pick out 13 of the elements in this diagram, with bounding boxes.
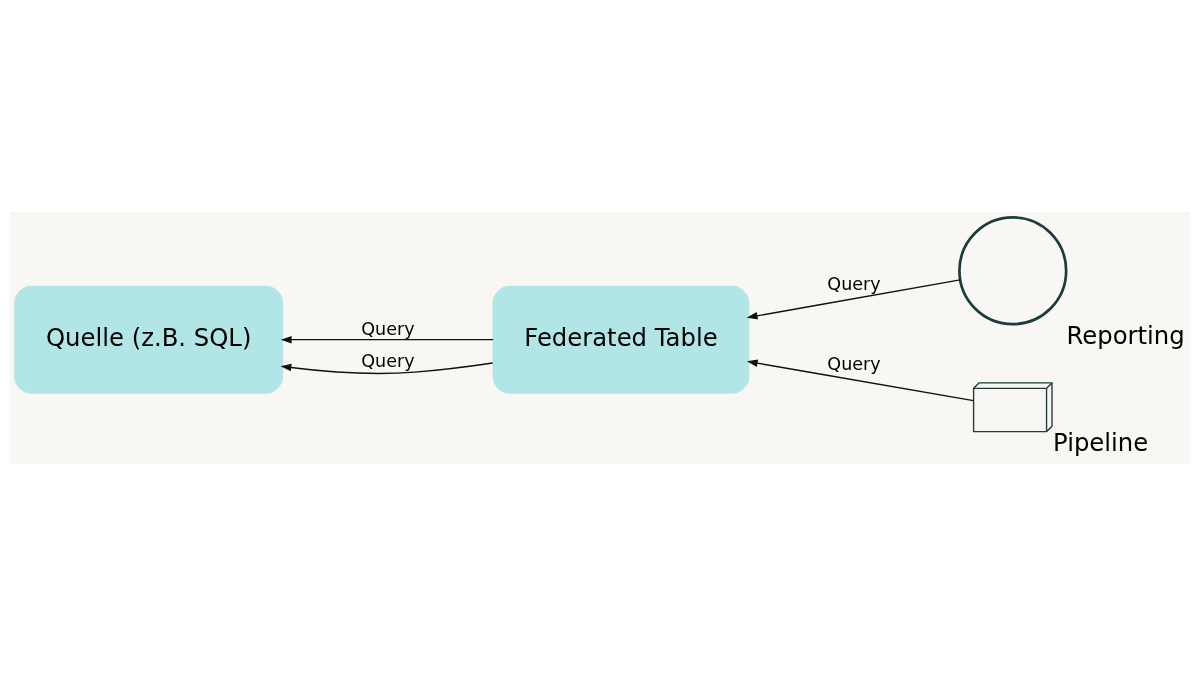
edge-label: Query (827, 273, 881, 294)
arrow (280, 335, 494, 343)
node-box: Federated Table (492, 285, 750, 394)
node-person (958, 215, 1068, 325)
edge-label: Query (827, 353, 881, 374)
node-label: Pipeline (1053, 427, 1149, 457)
arrow (746, 358, 975, 401)
edge-label: Query (361, 318, 415, 339)
edge-label: Query (361, 350, 415, 371)
arrow (746, 278, 961, 319)
node-label: Reporting (1066, 320, 1185, 350)
arrow (280, 361, 494, 374)
node-box: Quelle (z.B. SQL) (14, 285, 284, 394)
